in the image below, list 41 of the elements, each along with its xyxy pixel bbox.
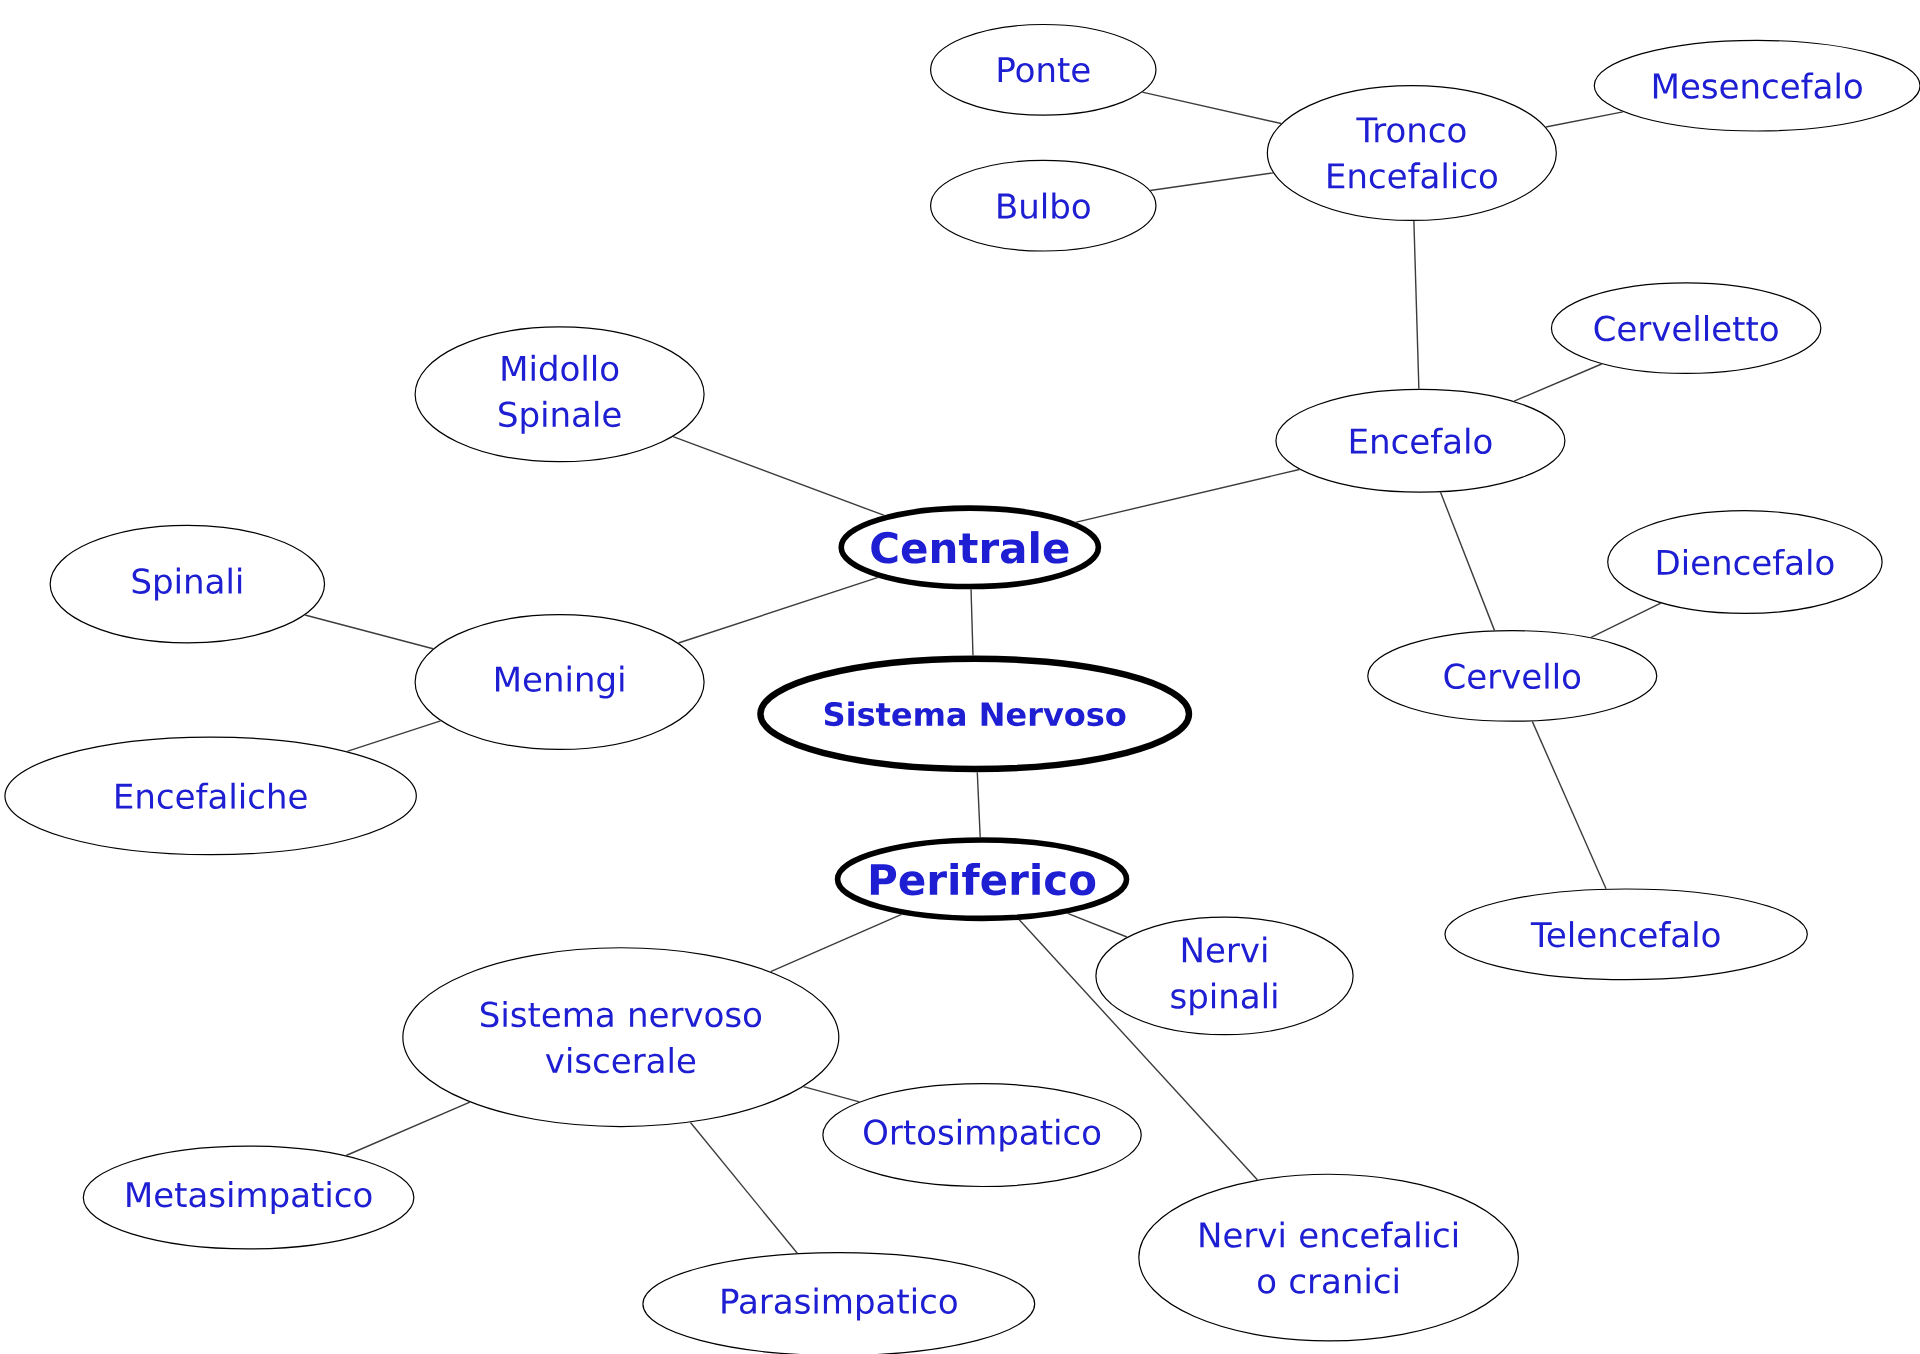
connector-line bbox=[970, 588, 974, 657]
connector-line bbox=[976, 771, 981, 838]
connector-line bbox=[345, 1101, 471, 1157]
ellipse-node: Metasimpatico bbox=[82, 1145, 415, 1250]
ellipse-node: Telencefalo bbox=[1444, 888, 1808, 981]
connector-line bbox=[677, 576, 879, 644]
connector-line bbox=[672, 435, 886, 517]
ellipse-node: Meningi bbox=[414, 613, 705, 750]
ellipse-node: Encefaliche bbox=[4, 736, 417, 856]
connector-line bbox=[1545, 111, 1624, 128]
ellipse-node: Sistema nervoso viscerale bbox=[402, 947, 840, 1127]
ellipse-node: Encefalo bbox=[1275, 388, 1566, 493]
ellipse-node: Midollo Spinale bbox=[414, 326, 705, 463]
ellipse-node: Cervello bbox=[1367, 629, 1658, 722]
ellipse-node: Diencefalo bbox=[1607, 509, 1883, 614]
connector-line bbox=[1141, 91, 1282, 125]
connector-line bbox=[1067, 912, 1128, 938]
ellipse-node: Nervi encefalici o cranici bbox=[1138, 1173, 1519, 1342]
ellipse-node: Sistema Nervoso bbox=[757, 655, 1193, 773]
connector-line bbox=[1149, 172, 1274, 192]
ellipse-node: Centrale bbox=[838, 505, 1102, 590]
connector-line bbox=[1590, 602, 1662, 638]
ellipse-node: Spinali bbox=[49, 524, 326, 644]
connector-line bbox=[1513, 363, 1603, 402]
ellipse-node: Tronco Encefalico bbox=[1266, 84, 1557, 221]
connector-line bbox=[1074, 468, 1300, 523]
connector-line bbox=[304, 614, 434, 650]
connector-line bbox=[689, 1121, 798, 1254]
connector-line bbox=[1413, 220, 1420, 390]
ellipse-node: Nervi spinali bbox=[1095, 916, 1354, 1036]
connector-line bbox=[1018, 919, 1259, 1181]
ellipse-node: Periferico bbox=[834, 837, 1130, 922]
ellipse-node: Cervelletto bbox=[1550, 282, 1822, 374]
ellipse-node: Ortosimpatico bbox=[822, 1083, 1142, 1187]
connector-line bbox=[1439, 491, 1496, 631]
connector-line bbox=[802, 1085, 860, 1103]
ellipse-node: Bulbo bbox=[930, 159, 1157, 252]
connector-line bbox=[346, 720, 442, 752]
connector-line bbox=[1531, 720, 1607, 890]
connector-line bbox=[769, 913, 903, 973]
ellipse-node: Ponte bbox=[930, 23, 1157, 116]
